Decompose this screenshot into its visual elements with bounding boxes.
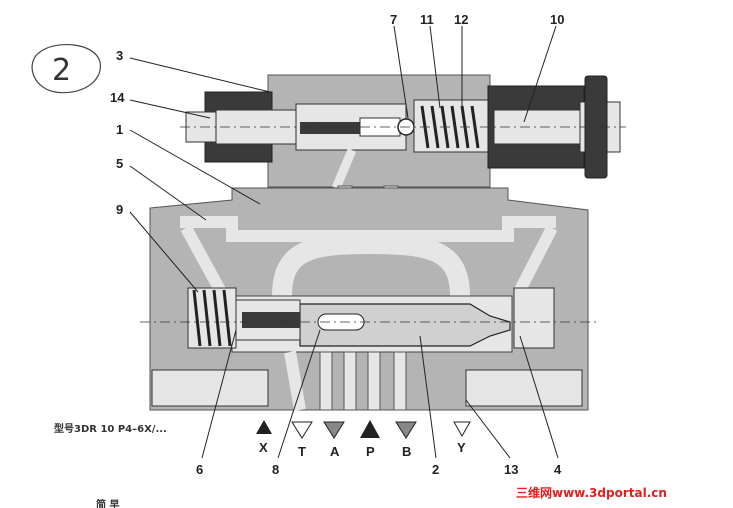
port-symbols xyxy=(256,420,471,439)
main-valve-body xyxy=(140,187,600,412)
port-y-label: Y xyxy=(457,440,466,455)
callout-5: 5 xyxy=(116,156,123,171)
model-label: 型号3DR 10 P4–6X/... xyxy=(54,422,167,435)
port-t-label: T xyxy=(298,444,306,459)
port-p-triangle xyxy=(360,420,380,438)
callout-4: 4 xyxy=(554,462,562,477)
port-y-triangle xyxy=(453,421,471,438)
port-b-triangle xyxy=(395,421,417,439)
callout-11: 11 xyxy=(420,12,434,27)
callout-13: 13 xyxy=(504,462,518,477)
callout-10: 10 xyxy=(550,12,564,27)
callout-8: 8 xyxy=(272,462,279,477)
callout-9: 9 xyxy=(116,202,123,217)
handwritten-circle-mark: 2 xyxy=(31,44,101,94)
callout-1: 1 xyxy=(116,122,123,137)
pilot-valve xyxy=(180,74,626,227)
handwritten-number: 2 xyxy=(52,53,71,88)
callout-3: 3 xyxy=(116,48,123,63)
callout-2: 2 xyxy=(432,462,439,477)
callout-14: 14 xyxy=(110,90,125,105)
port-t-triangle xyxy=(291,421,313,439)
watermark-text: 三维网www.3dportal.cn xyxy=(516,485,667,500)
port-x-triangle xyxy=(256,420,272,434)
port-p-label: P xyxy=(366,444,375,459)
port-a-label: A xyxy=(330,444,340,459)
leader-lines xyxy=(129,25,559,459)
bottom-text: 简 早 xyxy=(96,498,119,508)
port-a-triangle xyxy=(323,421,345,439)
callout-6: 6 xyxy=(196,462,203,477)
port-b-label: B xyxy=(402,444,411,459)
callout-12: 12 xyxy=(454,12,468,27)
callout-7: 7 xyxy=(390,12,397,27)
port-x-label: X xyxy=(259,440,268,455)
